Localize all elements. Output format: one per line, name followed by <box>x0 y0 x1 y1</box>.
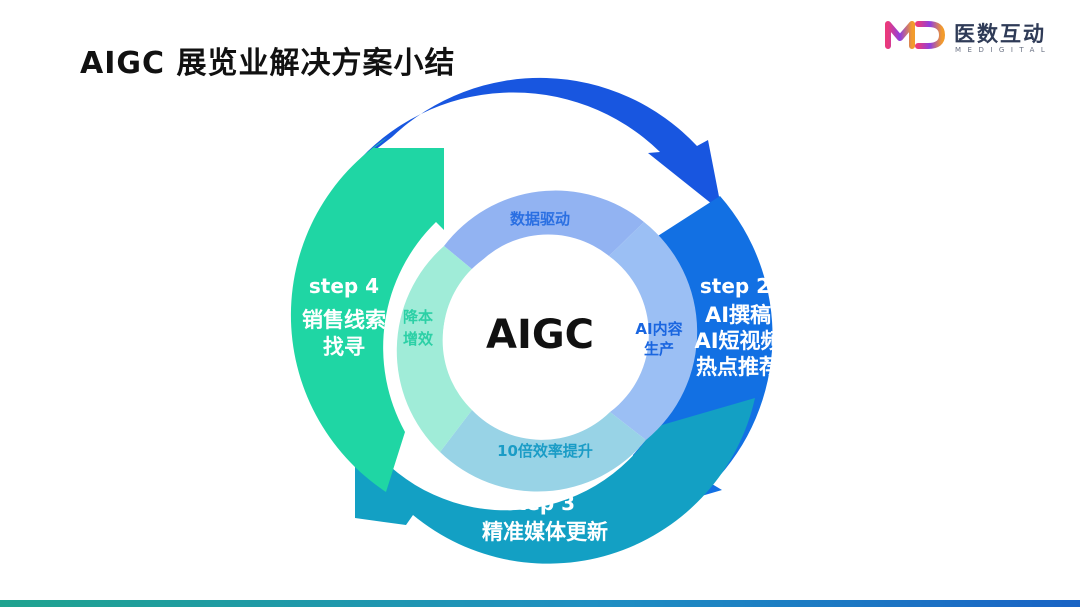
ring-label-data-driven: 数据驱动 <box>509 210 570 228</box>
step4-arrow-segment <box>290 137 444 492</box>
step2-label: step 2 <box>699 274 771 298</box>
step4-line1: 销售线索 <box>302 308 386 332</box>
ring-segment-data-driven <box>444 190 644 270</box>
step4-label: step 4 <box>308 274 380 298</box>
ring-label-ai-content-2: 生产 <box>643 340 674 358</box>
step2-line3: 热点推荐 <box>696 355 780 379</box>
md-logo-icon <box>885 21 946 49</box>
ring-label-cost-1: 降本 <box>402 308 433 326</box>
step2-line1: AI撰稿 <box>704 303 772 327</box>
ring-segment-efficiency <box>440 410 646 492</box>
ring-segment-cost-reduction <box>396 246 473 452</box>
page-title: AIGC 展览业解决方案小结 <box>80 46 456 81</box>
step3-text: 精准媒体更新 <box>482 520 608 544</box>
ring-label-cost-2: 增效 <box>402 330 433 348</box>
logo-subtitle: MEDIGITAL <box>955 46 1052 54</box>
ring-segment-ai-content <box>609 222 698 440</box>
brand-logo: 医数互动 MEDIGITAL <box>884 14 1064 58</box>
step1-arrow-segment <box>353 77 722 212</box>
step3-label: step 3 <box>504 491 576 515</box>
step1-text: 数据洞察 <box>498 142 582 166</box>
ring-label-efficiency: 10倍效率提升 <box>497 442 593 460</box>
bottom-accent-bar <box>0 600 1080 607</box>
step3-arrow-segment <box>355 398 755 564</box>
step2-line2: AI短视频 <box>694 329 782 353</box>
step4-line2: 找寻 <box>323 335 365 359</box>
logo-name: 医数互动 <box>954 22 1046 46</box>
step1-label: step 1 <box>504 107 576 131</box>
ring-label-ai-content-1: AI内容 <box>635 320 683 338</box>
center-label: AIGC <box>485 312 595 358</box>
center-circle <box>443 241 637 435</box>
